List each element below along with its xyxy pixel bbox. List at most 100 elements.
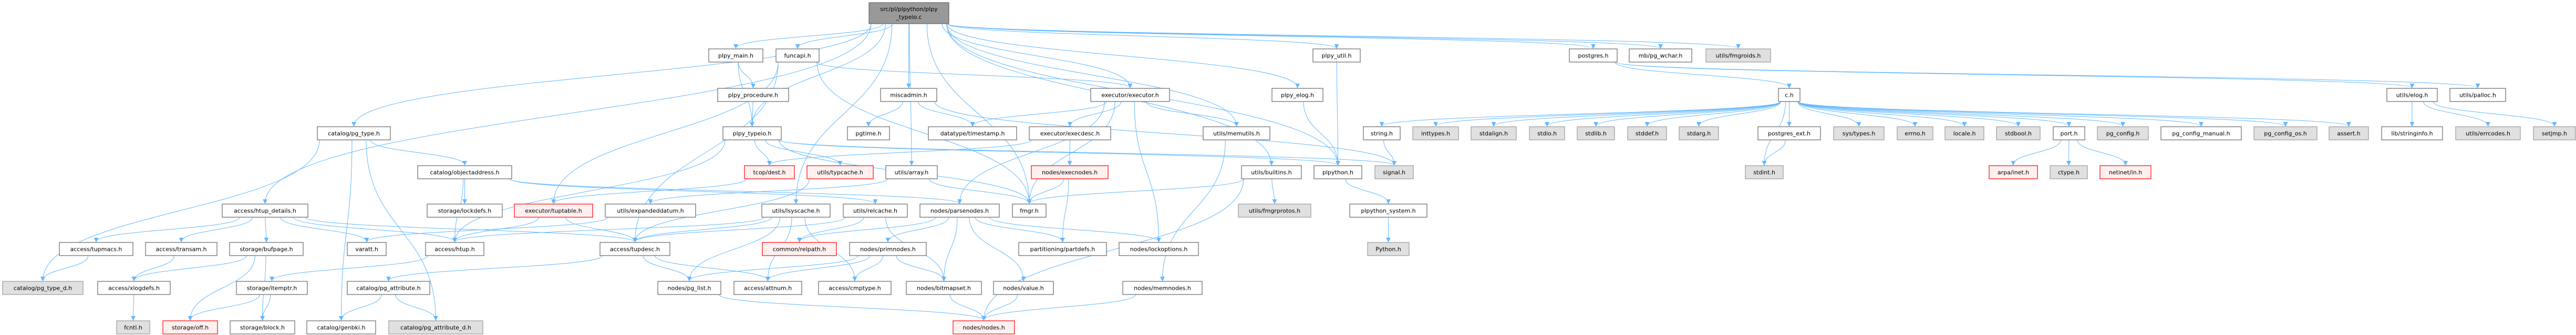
node-executor-execdesc-h[interactable]: executor/execdesc.h bbox=[1029, 126, 1111, 140]
node-box bbox=[1363, 126, 1401, 140]
node-utils-expandeddatum-h[interactable]: utils/expandeddatum.h bbox=[605, 204, 696, 218]
node-label: stdbool.h bbox=[2005, 130, 2032, 137]
node-python-h: Python.h bbox=[1367, 242, 1410, 256]
node-label: stdio.h bbox=[1537, 130, 1557, 137]
node-executor-executor-h[interactable]: executor/executor.h bbox=[1090, 88, 1170, 102]
node-box bbox=[1627, 126, 1667, 140]
edge-funcapi-h-to-executor-executor-h bbox=[816, 62, 1133, 88]
node-storage-bufpage-h[interactable]: storage/bufpage.h bbox=[229, 242, 304, 256]
node-postgres-ext-h[interactable]: postgres_ext.h bbox=[1757, 126, 1821, 140]
node-pg-config-manual-h[interactable]: pg_config_manual.h bbox=[2160, 126, 2242, 140]
node-stdio-h: stdio.h bbox=[1529, 126, 1565, 140]
node-nodes-memnodes-h[interactable]: nodes/memnodes.h bbox=[1122, 281, 1203, 295]
node-access-cmptype-h[interactable]: access/cmptype.h bbox=[818, 281, 892, 295]
edge-miscadmin-h-to-datatype-timestamp-h bbox=[918, 101, 975, 127]
node-label: plpython_system.h bbox=[1361, 208, 1415, 215]
edge-c-h-to-assert-h bbox=[1797, 101, 2351, 127]
node-label: catalog/pg_attribute_d.h bbox=[400, 324, 471, 331]
edge-src-pl-plpython-plpy-typeio-c-to-plpy-typeio-h bbox=[750, 23, 886, 127]
node-label: nodes/nodes.h bbox=[963, 324, 1005, 331]
edge-access-tupdesc-h-to-nodes-pg-list-h bbox=[643, 255, 692, 281]
node-fmgr-h[interactable]: fmgr.h bbox=[1012, 204, 1047, 218]
node-miscadmin-h[interactable]: miscadmin.h bbox=[880, 88, 937, 102]
node-c-h[interactable]: c.h bbox=[1778, 88, 1801, 102]
edge-c-h-to-pg-config-h bbox=[1797, 101, 2125, 127]
node-box bbox=[1529, 126, 1565, 140]
node-access-htup-details-h[interactable]: access/htup_details.h bbox=[222, 204, 308, 218]
node-box bbox=[347, 281, 430, 295]
node-plpy-elog-h[interactable]: plpy_elog.h bbox=[1271, 88, 1323, 102]
node-box bbox=[1374, 165, 1414, 179]
node-mb-pg-wchar-h[interactable]: mb/pg_wchar.h bbox=[1629, 48, 1692, 63]
node-access-tupdesc-h[interactable]: access/tupdesc.h bbox=[599, 242, 670, 256]
node-pgtime-h[interactable]: pgtime.h bbox=[847, 126, 890, 140]
node-box bbox=[1471, 126, 1517, 140]
node-nodes-value-h[interactable]: nodes/value.h bbox=[993, 281, 1054, 295]
edge-utils-elog-h-to-setjmp-h bbox=[2433, 101, 2557, 127]
node-access-htup-h[interactable]: access/htup.h bbox=[425, 242, 484, 256]
edge-src-pl-plpython-plpy-typeio-c-to-executor-executor-h bbox=[942, 23, 1133, 88]
node-utils-palloc-h[interactable]: utils/palloc.h bbox=[2449, 88, 2506, 102]
node-access-xlogdefs-h[interactable]: access/xlogdefs.h bbox=[97, 281, 171, 295]
node-plpy-util-h[interactable]: plpy_util.h bbox=[1312, 48, 1361, 63]
node-plpython-h[interactable]: plpython.h bbox=[1313, 165, 1362, 179]
edge-c-h-to-stddef-h bbox=[1644, 101, 1781, 127]
node-postgres-h[interactable]: postgres.h bbox=[1569, 48, 1618, 63]
node-string-h[interactable]: string.h bbox=[1363, 126, 1401, 140]
node-port-h[interactable]: port.h bbox=[2053, 126, 2085, 140]
node-catalog-pg-attribute-h[interactable]: catalog/pg_attribute.h bbox=[347, 281, 430, 295]
node-label: storage/itemptr.h bbox=[247, 285, 297, 292]
node-utils-array-h[interactable]: utils/array.h bbox=[885, 165, 938, 179]
edge-c-h-to-inttypes-h bbox=[1433, 101, 1781, 127]
node-plpy-main-h[interactable]: plpy_main.h bbox=[708, 48, 763, 63]
edge-executor-executor-h-to-nodes-parsenodes-h bbox=[957, 101, 1105, 204]
node-nodes-lockoptions-h[interactable]: nodes/lockoptions.h bbox=[1119, 242, 1199, 256]
node-access-tupmacs-h[interactable]: access/tupmacs.h bbox=[59, 242, 133, 256]
node-utils-builtins-h[interactable]: utils/builtins.h bbox=[1241, 165, 1302, 179]
node-label: access/tupdesc.h bbox=[610, 246, 660, 253]
node-nodes-parsenodes-h[interactable]: nodes/parsenodes.h bbox=[919, 204, 1000, 218]
node-datatype-timestamp-h[interactable]: datatype/timestamp.h bbox=[928, 126, 1017, 140]
node-label: nodes/bitmapset.h bbox=[917, 285, 971, 292]
node-storage-block-h[interactable]: storage/block.h bbox=[230, 320, 295, 334]
node-partitioning-partdefs-h[interactable]: partitioning/partdefs.h bbox=[1018, 242, 1107, 256]
edge-nodes-parsenodes-h-to-common-relpath-h bbox=[797, 217, 936, 242]
node-label: nodes/memnodes.h bbox=[1134, 285, 1191, 292]
node-catalog-pg-type-h[interactable]: catalog/pg_type.h bbox=[317, 126, 391, 140]
node-varatt-h[interactable]: varatt.h bbox=[347, 242, 387, 256]
node-catalog-genbki-h[interactable]: catalog/genbki.h bbox=[306, 320, 376, 334]
node-utils-elog-h[interactable]: utils/elog.h bbox=[2386, 88, 2438, 102]
edge-nodes-parsenodes-h-to-nodes-lockoptions-h bbox=[989, 217, 1161, 242]
node-catalog-objectaddress-h[interactable]: catalog/objectaddress.h bbox=[417, 165, 512, 179]
node-box bbox=[229, 242, 304, 256]
node-label: executor/tuptable.h bbox=[525, 208, 582, 215]
node-storage-lockdefs-h[interactable]: storage/lockdefs.h bbox=[427, 204, 503, 218]
node-box bbox=[733, 281, 802, 295]
node-utils-lsyscache-h[interactable]: utils/lsyscache.h bbox=[761, 204, 831, 218]
node-access-transam-h[interactable]: access/transam.h bbox=[145, 242, 218, 256]
node-box bbox=[1577, 126, 1615, 140]
node-access-attnum-h[interactable]: access/attnum.h bbox=[733, 281, 802, 295]
node-label: miscadmin.h bbox=[890, 92, 927, 99]
edge-plpy-util-h-to-plpython-h bbox=[1335, 62, 1340, 166]
node-storage-itemptr-h[interactable]: storage/itemptr.h bbox=[236, 281, 308, 295]
node-utils-memutils-h[interactable]: utils/memutils.h bbox=[1203, 126, 1270, 140]
node-stdint-h: stdint.h bbox=[1745, 165, 1784, 179]
node-nodes-primnodes-h[interactable]: nodes/primnodes.h bbox=[849, 242, 927, 256]
node-plpy-typeio-h[interactable]: plpy_typeio.h bbox=[722, 126, 782, 140]
edge-executor-tuptable-h-to-access-tupdesc-h bbox=[565, 217, 637, 242]
node-funcapi-h[interactable]: funcapi.h bbox=[775, 48, 820, 63]
node-nodes-bitmapset-h[interactable]: nodes/bitmapset.h bbox=[906, 281, 982, 295]
edge-utils-array-h-to-utils-expandeddatum-h bbox=[648, 178, 888, 204]
node-plpython-system-h[interactable]: plpython_system.h bbox=[1349, 204, 1427, 218]
node-box bbox=[236, 281, 308, 295]
node-nodes-pg-list-h[interactable]: nodes/pg_list.h bbox=[657, 281, 721, 295]
node-label: src/pl/plpython/plpy bbox=[880, 6, 938, 13]
node-plpy-procedure-h[interactable]: plpy_procedure.h bbox=[717, 88, 789, 102]
node-box bbox=[761, 204, 831, 218]
node-utils-relcache-h[interactable]: utils/relcache.h bbox=[843, 204, 908, 218]
node-lib-stringinfo-h[interactable]: lib/stringinfo.h bbox=[2381, 126, 2443, 140]
node-box bbox=[97, 281, 171, 295]
node-box bbox=[1569, 48, 1618, 63]
edge-nodes-execnodes-h-to-fmgr-h bbox=[1027, 178, 1064, 204]
